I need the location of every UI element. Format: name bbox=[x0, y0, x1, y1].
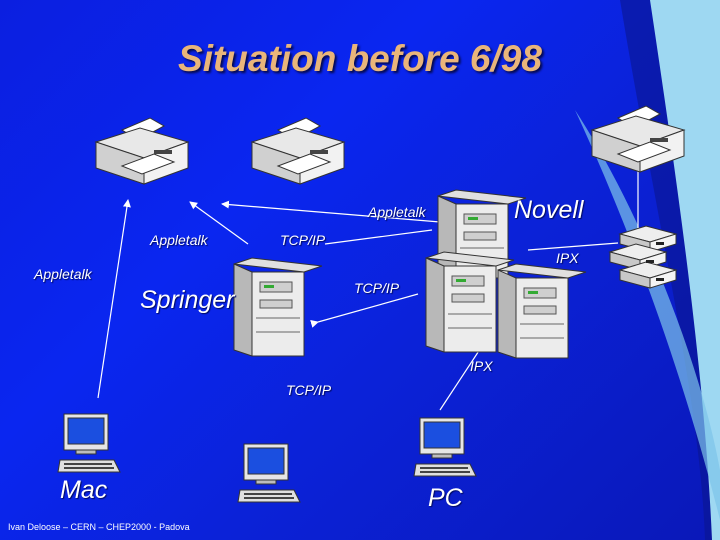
link-novell-printer bbox=[221, 200, 441, 223]
server-icon bbox=[425, 251, 515, 353]
link-springer-novell bbox=[324, 229, 433, 245]
workstation-icon bbox=[57, 413, 121, 473]
label-ipx-right: IPX bbox=[556, 250, 579, 266]
link-springer-printer bbox=[189, 201, 249, 245]
label-appletalk-left: Appletalk bbox=[34, 266, 92, 282]
label-tcpip-top: TCP/IP bbox=[280, 232, 326, 248]
printer-icon bbox=[94, 117, 190, 185]
workstation-icon bbox=[237, 443, 301, 503]
label-novell: Novell bbox=[514, 196, 584, 224]
printer-icon bbox=[250, 117, 346, 185]
printer-icon bbox=[590, 105, 686, 173]
label-tcpip-springer: TCP/IP bbox=[354, 280, 400, 296]
footer-credit: Ivan Deloose – CERN – CHEP2000 - Padova bbox=[8, 522, 190, 532]
label-appletalk-top: Appletalk bbox=[368, 204, 426, 220]
label-tcpip-bottom: TCP/IP bbox=[286, 382, 332, 398]
disk-stack-icon bbox=[608, 225, 678, 289]
label-appletalk-mid: Appletalk bbox=[150, 232, 208, 248]
slide-title: Situation before 6/98 bbox=[178, 38, 542, 79]
label-mac: Mac bbox=[60, 476, 108, 504]
link-mac-printer bbox=[97, 199, 131, 399]
label-springer: Springer bbox=[140, 286, 235, 314]
link-springer-servers bbox=[310, 293, 419, 328]
label-ipx-bottom: IPX bbox=[470, 358, 493, 374]
link-novell-disks bbox=[527, 242, 619, 251]
server-icon bbox=[497, 263, 587, 359]
label-pc: PC bbox=[428, 484, 463, 512]
server-icon bbox=[233, 257, 323, 357]
workstation-icon bbox=[413, 417, 477, 477]
